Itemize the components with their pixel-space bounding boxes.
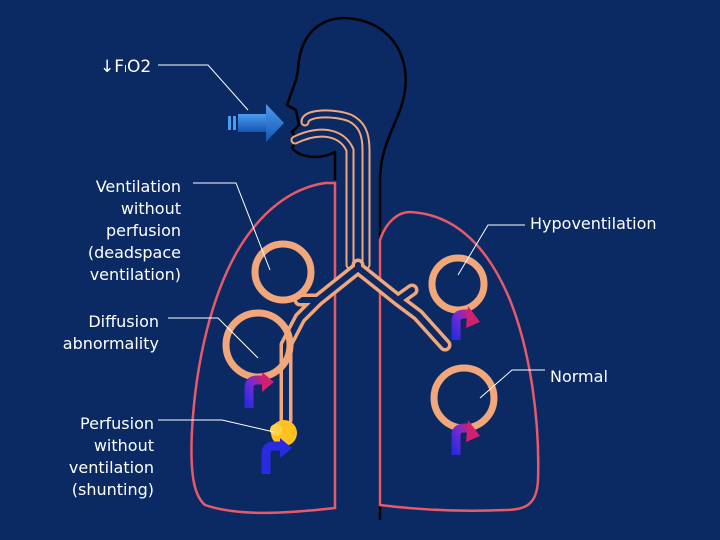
diffusion-abnormality-label: Diffusion abnormality — [62, 312, 159, 353]
alveolus-normal — [430, 364, 498, 432]
leader-hypoventilation — [457, 224, 525, 276]
oral-airway-lumen — [292, 130, 353, 268]
oral-airway — [290, 128, 355, 270]
left-lung-outline — [190, 181, 337, 515]
leader-fio2 — [158, 64, 249, 111]
hypoventilation-label: Hypoventilation — [530, 214, 657, 233]
head-outline — [285, 16, 407, 520]
leader-shunting — [158, 419, 275, 433]
right-arrow-icon — [228, 104, 284, 142]
bronchial-tree — [279, 258, 452, 427]
leader-diffusion — [168, 317, 259, 359]
curved-flow-arrow-icon — [261, 438, 292, 474]
alveolus-hypoventilation — [428, 254, 488, 314]
curved-flow-arrow-icon — [244, 372, 274, 408]
leader-lines — [158, 64, 545, 433]
alveolus-deadspace — [251, 240, 315, 304]
curved-flow-arrow-icon — [451, 306, 480, 340]
leader-deadspace — [193, 182, 271, 271]
shunt-blob — [270, 420, 297, 446]
fio2-label: ↓FIO2 — [100, 57, 152, 77]
deadspace-label: Ventilation without perfusion (deadspace… — [87, 177, 181, 284]
right-lung-outline — [378, 210, 540, 513]
curved-flow-arrow-icon — [451, 420, 480, 455]
upper-airway-lumen — [302, 111, 369, 268]
normal-label: Normal — [550, 367, 608, 386]
leader-normal — [479, 369, 545, 399]
down-arrow-icon: ↓ — [100, 57, 115, 77]
shunting-label: Perfusion without ventilation (shunting) — [68, 414, 154, 499]
